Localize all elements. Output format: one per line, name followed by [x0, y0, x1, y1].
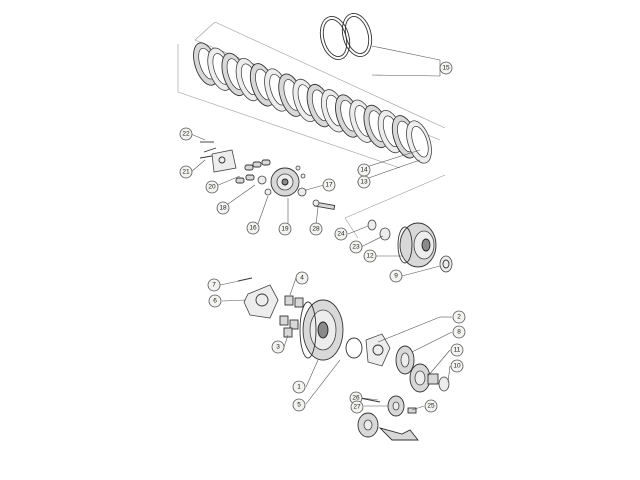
callout-17: 17 [322, 178, 336, 192]
callout-24: 24 [334, 227, 348, 241]
callout-9: 9 [389, 269, 403, 283]
svg-text:17: 17 [325, 182, 333, 189]
callout-4: 4 [295, 271, 309, 285]
callout-18: 18 [216, 201, 230, 215]
callout-13: 13 [357, 175, 371, 189]
svg-text:14: 14 [360, 167, 368, 174]
callout-15: 15 [439, 61, 453, 75]
svg-text:28: 28 [312, 226, 320, 233]
svg-text:16: 16 [249, 225, 257, 232]
svg-text:12: 12 [366, 253, 374, 260]
callout-7: 7 [207, 278, 221, 292]
svg-text:25: 25 [427, 403, 435, 410]
svg-text:20: 20 [208, 184, 216, 191]
svg-text:22: 22 [182, 131, 190, 138]
svg-text:21: 21 [182, 169, 190, 176]
callout-labels: 1 2 3 4 5 6 7 8 9 10 11 12 13 14 15 16 1… [179, 61, 466, 414]
svg-text:19: 19 [281, 226, 289, 233]
svg-text:5: 5 [297, 402, 301, 409]
svg-text:8: 8 [457, 329, 461, 336]
svg-text:15: 15 [442, 65, 450, 72]
callout-21: 21 [179, 165, 193, 179]
callout-8: 8 [452, 325, 466, 339]
svg-text:3: 3 [276, 344, 280, 351]
callout-20: 20 [205, 180, 219, 194]
callout-14: 14 [357, 163, 371, 177]
svg-text:1: 1 [297, 384, 301, 391]
callout-19: 19 [278, 222, 292, 236]
clutch-basket [344, 174, 453, 273]
callout-27: 27 [350, 400, 364, 414]
svg-text:26: 26 [352, 395, 360, 402]
lower-gear-set [237, 277, 450, 441]
callout-16: 16 [246, 221, 260, 235]
svg-text:6: 6 [213, 298, 217, 305]
callout-25: 25 [424, 399, 438, 413]
callout-1: 1 [292, 380, 306, 394]
callout-11: 11 [450, 343, 464, 357]
clutch-plate-stack [177, 21, 446, 169]
svg-text:7: 7 [212, 282, 216, 289]
callout-10: 10 [450, 359, 464, 373]
clutch-plate-bore [411, 125, 429, 158]
callout-2: 2 [452, 310, 466, 324]
svg-text:11: 11 [454, 347, 461, 354]
friction-rings [319, 12, 373, 61]
callout-23: 23 [349, 240, 363, 254]
svg-text:13: 13 [360, 179, 368, 186]
svg-text:27: 27 [353, 404, 361, 411]
svg-text:23: 23 [352, 244, 360, 251]
svg-text:10: 10 [453, 363, 461, 370]
callout-22: 22 [179, 127, 193, 141]
callout-5: 5 [292, 398, 306, 412]
callout-28: 28 [309, 222, 323, 236]
callout-6: 6 [208, 294, 222, 308]
svg-text:4: 4 [300, 275, 304, 282]
svg-text:2: 2 [457, 314, 461, 321]
svg-text:9: 9 [394, 273, 398, 280]
svg-text:18: 18 [219, 205, 227, 212]
svg-text:24: 24 [337, 231, 345, 238]
callout-3: 3 [271, 340, 285, 354]
callout-12: 12 [363, 249, 377, 263]
pressure-plate-group [199, 141, 336, 210]
